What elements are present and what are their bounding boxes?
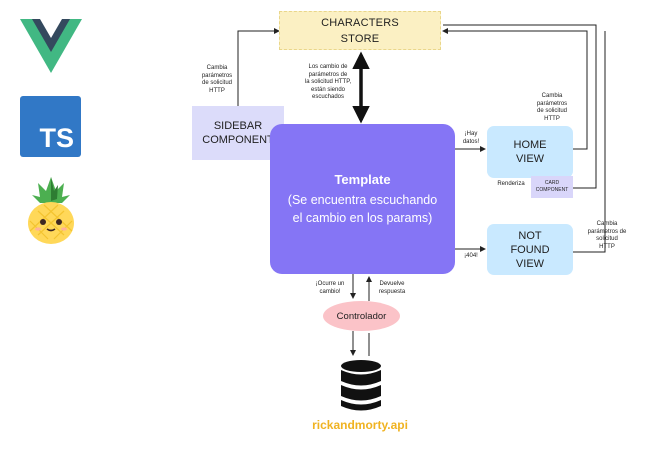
label-line: la solicitud HTTP, [304, 79, 352, 85]
label-line: Cambia [596, 221, 618, 227]
characters-store-node: CHARACTERS STORE [279, 11, 441, 50]
label-line: parámetros de [308, 71, 348, 78]
label-devuelve: Devuelve respuesta [374, 281, 410, 296]
label-line: de solicitud [201, 80, 233, 86]
template-line1: (Se encuentra escuchando [287, 192, 438, 207]
template-line2: el cambio en los params) [292, 210, 433, 225]
label-line: Devuelve [379, 281, 405, 287]
home-line1: HOME [513, 139, 547, 151]
label-line: Los cambio de [308, 64, 348, 70]
card-line1: CARD [544, 180, 560, 186]
label-line: de solicitud [536, 108, 568, 114]
label-line: HTTP [209, 87, 225, 94]
label-sidebar-cambia: Cambia parámetros de solicitud HTTP [193, 65, 241, 95]
notfound-line1: NOT [518, 229, 542, 242]
sidebar-component-node: SIDEBAR COMPONENT [192, 106, 284, 160]
not-found-view-node: NOT FOUND VIEW [487, 224, 573, 275]
pinia-logo-icon [28, 177, 74, 244]
typescript-logo-icon: TS [20, 96, 81, 157]
label-line: Cambia [541, 93, 563, 99]
label-line: están siendo [310, 86, 346, 93]
label-line: cambio! [319, 288, 341, 295]
home-view-node: HOME VIEW [487, 126, 573, 178]
edge-notfound-store [573, 31, 606, 253]
label-ocurre: ¡Ocurre un cambio! [310, 281, 350, 296]
typescript-logo-text: TS [39, 123, 74, 153]
card-line2: COMPONENT [535, 187, 569, 193]
sidebar-line1: SIDEBAR [213, 120, 263, 132]
edge-card-store [443, 24, 597, 189]
notfound-line2: FOUND [510, 243, 550, 256]
label-line: ¡Hay [464, 131, 478, 137]
label-line: parámetros [536, 100, 568, 107]
label-line: ¡Ocurre un [315, 281, 345, 287]
api-label: rickandmorty.api [312, 418, 408, 432]
home-line2: VIEW [515, 153, 545, 165]
label-line: HTTP [544, 115, 560, 122]
edge-home-store [442, 28, 588, 150]
label-hay-datos: ¡Hay datos! [458, 131, 484, 146]
notfound-line3: VIEW [515, 257, 545, 270]
card-component-node: CARD COMPONENT [531, 176, 573, 198]
label-404: ¡404! [464, 253, 478, 259]
template-title: Template [334, 171, 391, 187]
label-line: datos! [462, 138, 480, 145]
label-line: respuesta [378, 288, 406, 295]
label-line: parámetros [201, 72, 233, 79]
controller-label: Controlador [336, 310, 387, 322]
vue-logo-icon [20, 19, 82, 73]
template-node: Template (Se encuentra escuchando el cam… [270, 124, 455, 274]
sidebar-line2: COMPONENT [202, 134, 274, 146]
label-renderiza: Renderiza [497, 181, 525, 187]
label-notfound-cambia: Cambia parámetros de solicitud HTTP [582, 221, 632, 251]
label-line: escuchados [311, 94, 345, 100]
label-store-listen: Los cambio de parámetros de la solicitud… [298, 64, 358, 102]
controller-node: Controlador [323, 301, 400, 331]
label-line: Cambia [206, 65, 228, 71]
label-line: parámetros de solicitud [587, 228, 627, 243]
edge-sidebar-store [237, 28, 280, 106]
store-line2: STORE [340, 32, 380, 45]
database-icon [341, 360, 381, 411]
label-home-cambia: Cambia parámetros de solicitud HTTP [530, 93, 574, 123]
label-line: HTTP [599, 243, 615, 250]
store-line1: CHARACTERS [321, 16, 399, 29]
